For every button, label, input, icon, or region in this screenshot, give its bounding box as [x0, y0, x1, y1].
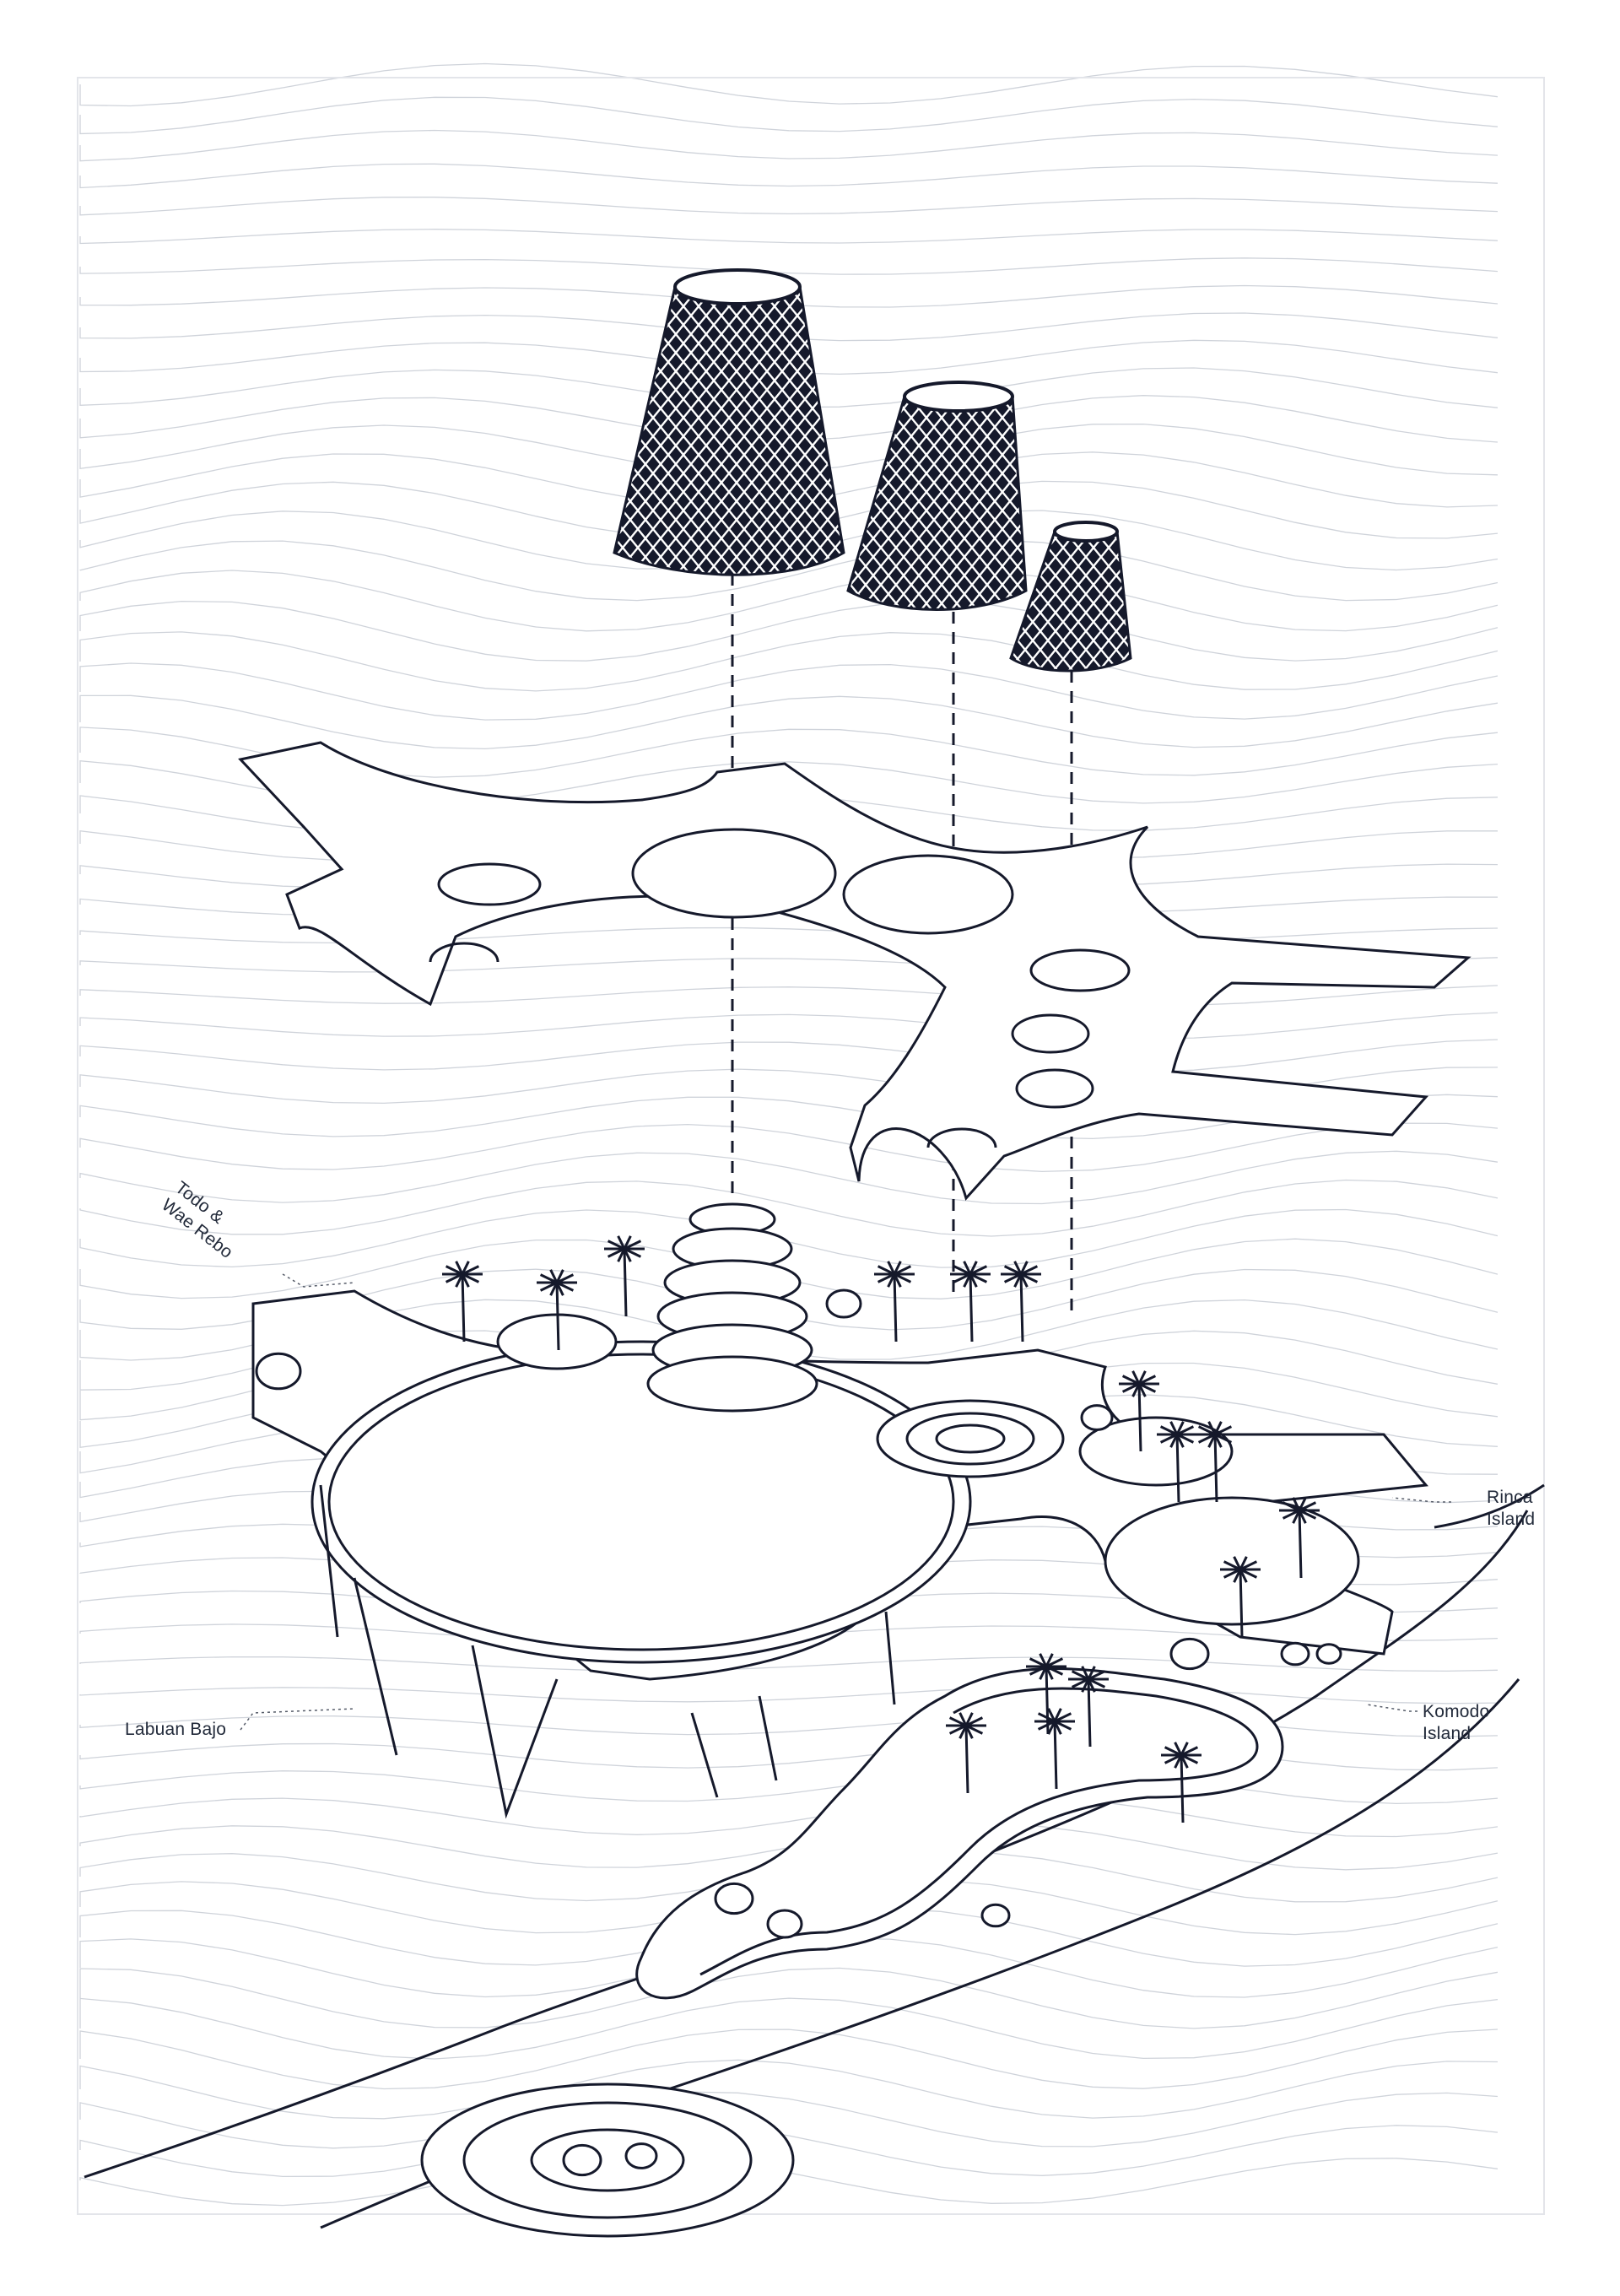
- boulder-icon: [1280, 1641, 1310, 1667]
- contour-line: [79, 96, 1498, 135]
- contour-line: [79, 1656, 1498, 1672]
- palm-tree-icon: [604, 1235, 645, 1317]
- palm-tree-icon: [1001, 1261, 1041, 1342]
- contour-line: [79, 631, 1498, 692]
- label-komodo-island: Komodo Island: [1423, 1701, 1489, 1745]
- cone-roof-icon: [1009, 521, 1132, 673]
- palm-tree-icon: [950, 1261, 991, 1342]
- palm-tree-icon: [1279, 1497, 1320, 1579]
- palm-tree-icon: [537, 1269, 577, 1351]
- palm-tree-icon: [874, 1261, 915, 1342]
- boulder-icon: [255, 1352, 302, 1391]
- palm-tree-icon: [1157, 1421, 1197, 1503]
- contour-line: [79, 1997, 1498, 2060]
- palm-tree-icon: [1220, 1556, 1261, 1638]
- contour-line: [79, 985, 1498, 1007]
- label-line: Island: [1423, 1724, 1472, 1743]
- contour-line: [79, 1039, 1498, 1073]
- boulder-icon: [714, 1882, 754, 1915]
- boulder-icon: [825, 1288, 862, 1319]
- contour-line: [79, 539, 1498, 602]
- contour-line: [79, 2091, 1498, 2149]
- contour-line: [79, 163, 1498, 189]
- palm-tree-icon: [1119, 1370, 1159, 1452]
- palm-trees: [442, 1235, 1320, 1823]
- contour-line: [79, 1823, 1498, 1871]
- boulders: [255, 1288, 1342, 2177]
- boulder-icon: [980, 1903, 1011, 1928]
- palm-tree-icon: [1195, 1421, 1235, 1503]
- contour-line: [79, 2029, 1498, 2090]
- contour-line: [79, 694, 1498, 750]
- contour-line: [79, 600, 1498, 662]
- contour-line: [79, 1741, 1498, 1771]
- palm-tree-icon: [1026, 1653, 1066, 1735]
- contour-line: [79, 1179, 1498, 1237]
- contour-line: [79, 1150, 1498, 1205]
- cone-roof-icon: [613, 268, 845, 576]
- label-rinca-island: Rinca Island: [1487, 1487, 1535, 1531]
- contour-line: [79, 62, 1498, 107]
- sheet-frame: [77, 77, 1545, 2215]
- contour-line: [79, 1768, 1498, 1805]
- boulder-icon: [562, 2143, 602, 2177]
- boulder-icon: [1080, 1404, 1114, 1431]
- label-line: Island: [1487, 1510, 1536, 1529]
- contour-line: [79, 257, 1498, 275]
- serpentine-garden: [420, 1667, 1284, 2238]
- contour-line: [79, 1685, 1498, 1704]
- boulder-icon: [1315, 1643, 1342, 1665]
- contour-line: [79, 197, 1498, 216]
- contour-line: [79, 927, 1498, 944]
- contour-line: [79, 1012, 1498, 1040]
- cone-roof-icon: [846, 381, 1028, 611]
- boulder-icon: [1169, 1637, 1210, 1671]
- contour-line: [79, 229, 1498, 245]
- label-labuan-bajo: Labuan Bajo: [125, 1720, 227, 1739]
- contour-line: [79, 570, 1498, 632]
- label-line: Rinca: [1487, 1488, 1533, 1507]
- palm-tree-icon: [1068, 1666, 1109, 1748]
- spiral-tower-icon: [646, 1202, 818, 1413]
- palm-tree-icon: [1034, 1708, 1075, 1790]
- palm-tree-icon: [442, 1261, 483, 1342]
- contour-line: [79, 1122, 1498, 1173]
- contour-line: [79, 2059, 1498, 2120]
- contour-line: [79, 129, 1498, 162]
- contour-line: [79, 662, 1498, 721]
- cone-roofs: [613, 268, 1132, 673]
- boulder-icon: [766, 1909, 803, 1939]
- contour-line: [79, 1713, 1498, 1737]
- label-line: Komodo: [1423, 1702, 1490, 1721]
- palm-tree-icon: [946, 1712, 986, 1794]
- label-leaders: [240, 1273, 1451, 1731]
- boulder-icon: [624, 2142, 658, 2169]
- palm-tree-icon: [1161, 1742, 1202, 1823]
- contour-line: [79, 1967, 1498, 2029]
- contour-line: [79, 1208, 1498, 1268]
- contour-line: [79, 1796, 1498, 1838]
- canopy-slab: [238, 741, 1472, 1202]
